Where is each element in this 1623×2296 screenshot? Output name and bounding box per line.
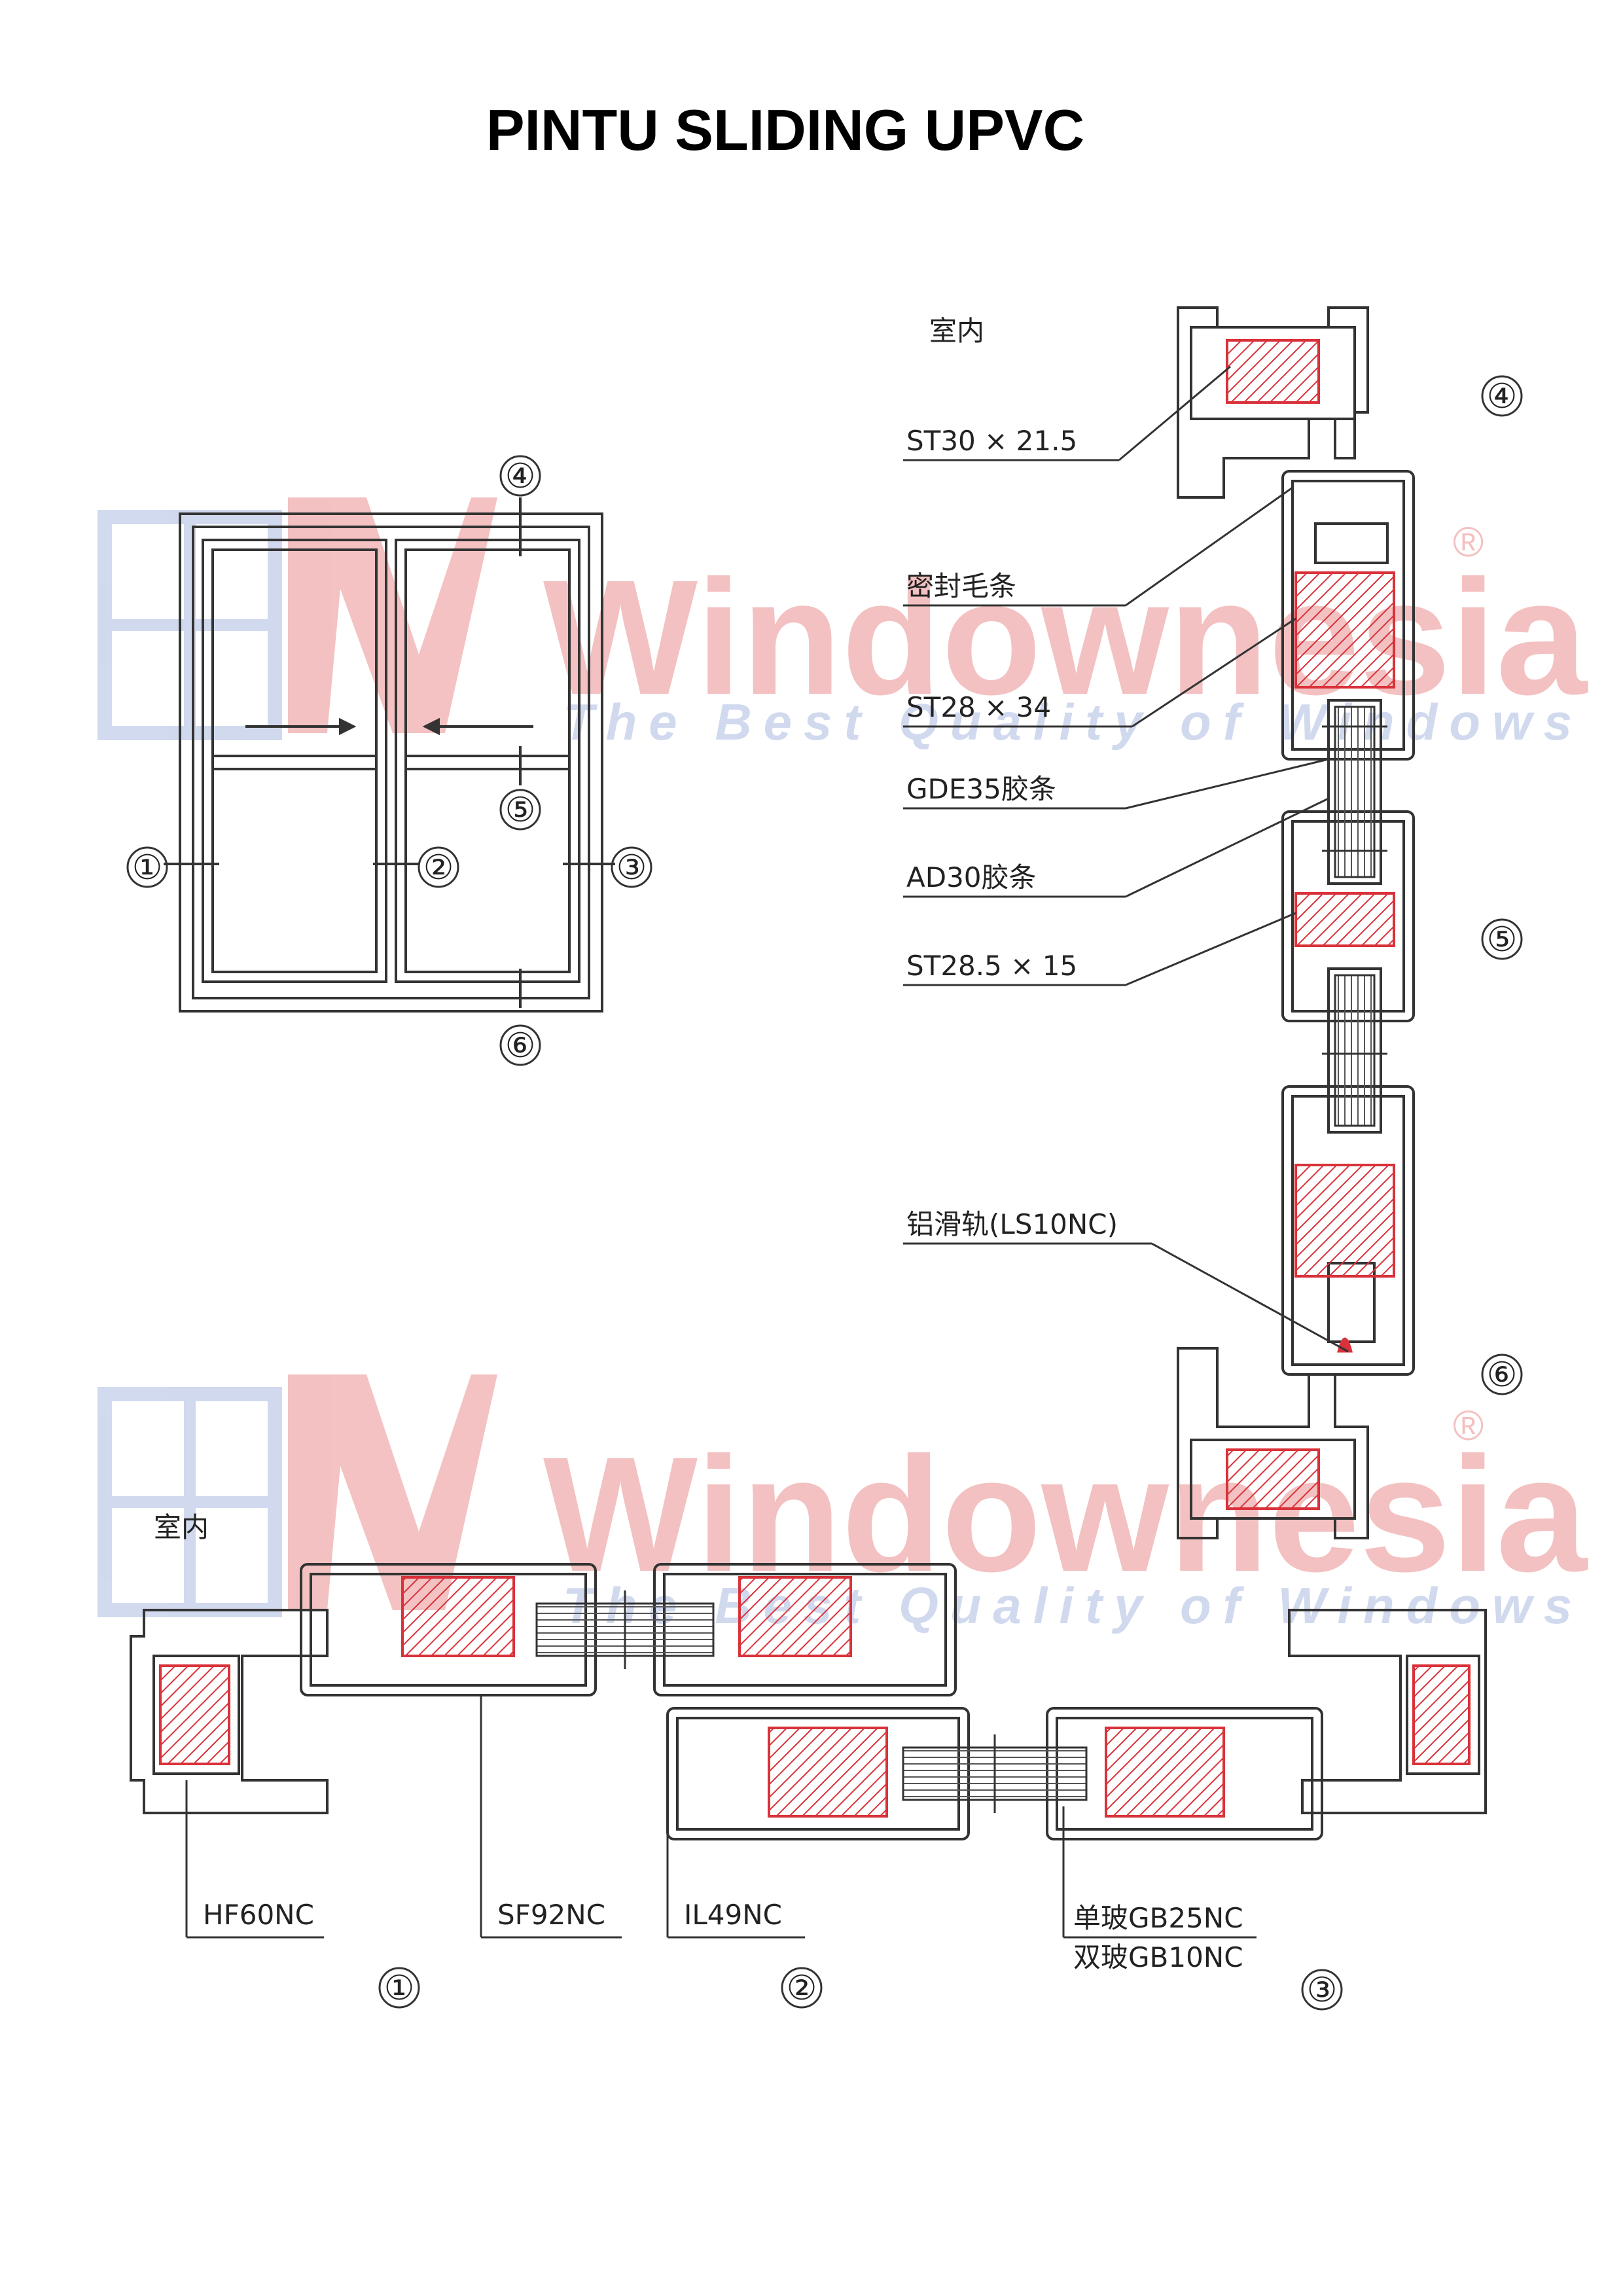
vertical-marker-6: ⑥ (1487, 1355, 1518, 1395)
callout-st28x34: ST28 × 34 (906, 691, 1051, 723)
vertical-marker-4: ④ (1487, 377, 1518, 416)
callout-st28-5x15: ST28.5 × 15 (906, 950, 1077, 982)
horizontal-section-steel-reinforcements (159, 1576, 1471, 1818)
elevation-marker-4: ④ (505, 457, 536, 496)
callout-double-glass: 双玻GB10NC (1073, 1941, 1243, 1973)
horizontal-marker-3: ③ (1307, 1971, 1338, 2010)
callout-ad30: AD30胶条 (906, 861, 1037, 893)
elevation-marker-2: ② (423, 848, 454, 888)
watermark-mark-bottom: ® (1453, 1402, 1484, 1449)
watermark-tagline-top: The Best Quality of Windows (563, 693, 1584, 751)
watermark-mark-top: ® (1453, 518, 1484, 565)
page-title: PINTU SLIDING UPVC (486, 98, 1085, 162)
vertical-section-leaders (903, 365, 1349, 1353)
vertical-interior-label: 室内 (929, 315, 984, 347)
horizontal-interior-label: 室内 (154, 1511, 209, 1543)
elevation-marker-1: ① (132, 848, 163, 888)
elevation-markers (126, 455, 652, 1066)
horizontal-section-leaders (185, 1695, 1257, 1939)
callout-seal-brush: 密封毛条 (906, 570, 1016, 602)
callout-sf92nc: SF92NC (497, 1899, 605, 1931)
callout-single-glass: 单玻GB25NC (1073, 1902, 1243, 1934)
horizontal-markers (378, 1967, 1343, 2011)
door-elevation (164, 497, 615, 1013)
vertical-section-steel-reinforcements (1226, 339, 1395, 1510)
callout-gde35: GDE35胶条 (906, 773, 1056, 805)
vertical-section-glazing (1322, 706, 1387, 1127)
callout-aluminium-rail: 铝滑轨(LS10NC) (906, 1208, 1118, 1240)
elevation-marker-3: ③ (616, 848, 647, 888)
callout-st30: ST30 × 21.5 (906, 425, 1077, 457)
vertical-markers (1481, 375, 1523, 1395)
watermark-tagline-bottom: The Best Quality of Windows (563, 1577, 1584, 1634)
horizontal-marker-1: ① (384, 1969, 415, 2008)
horizontal-marker-2: ② (787, 1969, 817, 2008)
elevation-marker-6: ⑥ (505, 1026, 536, 1066)
elevation-marker-5: ⑤ (505, 791, 536, 830)
callout-hf60nc: HF60NC (203, 1899, 314, 1931)
vertical-marker-5: ⑤ (1487, 920, 1518, 960)
horizontal-section-glazing (535, 1590, 1088, 1813)
callout-il49nc: IL49NC (684, 1899, 782, 1931)
